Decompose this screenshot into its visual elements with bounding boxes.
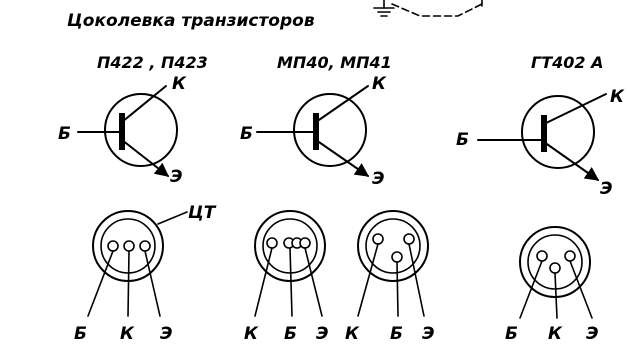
bottom-pin-label: К <box>345 324 360 344</box>
pin-label-collector: К <box>172 74 187 94</box>
bottom-pin-label: К <box>244 324 259 344</box>
bottom-pin-label: Б <box>74 324 87 344</box>
model-label-mp40: МП40, МП41 <box>277 53 392 72</box>
bottom-view-gt402 <box>519 226 593 319</box>
pin-label-base: Б <box>240 124 253 144</box>
diagram-title: Цоколевка транзисторов <box>67 11 315 31</box>
dashed-outline-fragment <box>391 0 483 17</box>
pin-label-emitter: Э <box>372 169 384 189</box>
bottom-pin-label: Б <box>505 324 518 344</box>
bottom-view-p422 <box>87 210 188 317</box>
bottom-pin-label: Э <box>160 324 172 344</box>
bottom-view-mp40-right <box>357 210 429 317</box>
transistor-symbol-gt402 <box>477 93 607 181</box>
pin-label-base: Б <box>456 130 469 150</box>
pin-label-emitter: Э <box>600 179 612 199</box>
bottom-pin-label: Э <box>422 324 434 344</box>
transistor-symbol-mp40 <box>256 85 370 177</box>
transistor-symbol-p422 <box>77 85 178 177</box>
bottom-pin-label: Б <box>390 324 403 344</box>
case-label: ЦТ <box>188 203 217 223</box>
pin-label-collector: К <box>372 74 387 94</box>
pin-label-collector: К <box>610 87 625 107</box>
model-label-p422: П422 , П423 <box>97 53 208 72</box>
model-label-gt402: ГТ402 А <box>531 53 603 72</box>
bottom-pin-label: Э <box>586 324 598 344</box>
bottom-pin-label: К <box>120 324 135 344</box>
bottom-pin-label: Б <box>284 324 297 344</box>
ground-symbol <box>373 0 395 17</box>
bottom-pin-label: Э <box>316 324 328 344</box>
pin-label-emitter: Э <box>170 167 182 187</box>
pin-label-base: Б <box>58 124 71 144</box>
bottom-pin-label: К <box>548 324 563 344</box>
bottom-view-mp40-left <box>254 210 326 317</box>
